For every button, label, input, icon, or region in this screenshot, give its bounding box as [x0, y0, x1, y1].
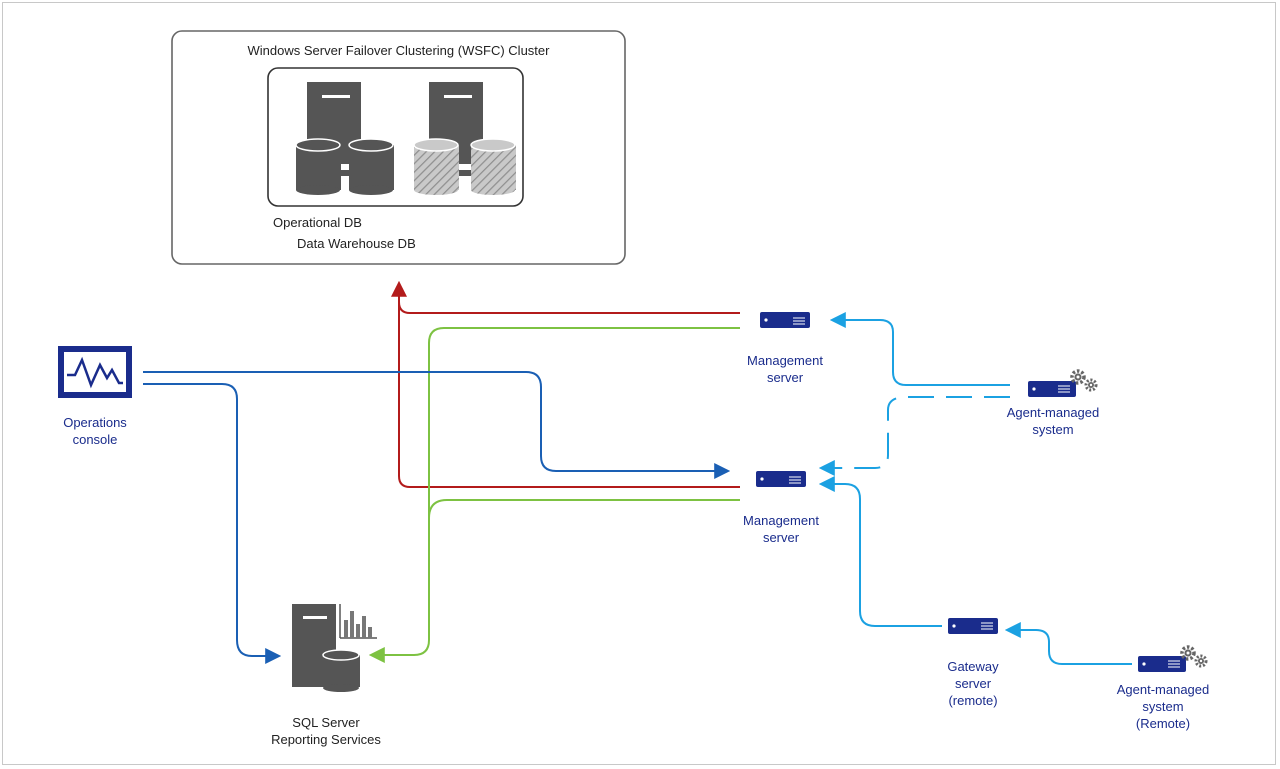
- agent-managed-remote-label: Agent-managed system (Remote): [1116, 682, 1210, 731]
- sql-reporting-label: SQL Server Reporting Services: [271, 715, 381, 747]
- database-icon: [295, 138, 341, 195]
- operational-db-server-icon: [295, 82, 394, 195]
- green-link-ms2-to-ssrs: [428, 499, 740, 519]
- server-gear-icon: [1138, 645, 1208, 672]
- blue-link-console-to-ssrs: [143, 383, 282, 664]
- data-warehouse-db-server-icon: [413, 82, 516, 195]
- server-icon: [948, 618, 998, 634]
- agent-managed-system-label: Agent-managed system: [1006, 405, 1100, 437]
- lightblue-dashed-link-agent-to-ms2: [818, 396, 1010, 476]
- report-server-icon: [292, 604, 377, 692]
- server-icon: [760, 312, 810, 328]
- database-icon: [348, 138, 394, 195]
- server-gear-icon: [1028, 369, 1098, 397]
- red-link-ms2-to-cluster: [398, 302, 740, 488]
- data-warehouse-db-label: Data Warehouse DB: [297, 236, 416, 251]
- red-link-ms1-to-cluster: [391, 280, 740, 314]
- lightblue-link-agent-to-ms1: [829, 312, 1010, 386]
- management-server-1-label: Management server: [747, 353, 823, 385]
- operational-db-label: Operational DB: [273, 215, 362, 230]
- monitor-icon: [58, 346, 132, 398]
- blue-link-console-to-ms2: [143, 371, 731, 479]
- green-link-ms1-to-ssrs: [368, 327, 740, 663]
- lightblue-link-gateway-to-ms2: [818, 476, 942, 627]
- bar-chart-icon: [339, 604, 377, 639]
- gear-icon: [1070, 369, 1098, 392]
- operations-console-label: Operations console: [63, 415, 127, 447]
- database-icon: [322, 649, 360, 692]
- database-icon: [413, 138, 459, 195]
- server-icon: [756, 471, 806, 487]
- management-server-2-label: Management server: [743, 513, 819, 545]
- lightblue-link-remote-agent-to-gateway: [1004, 622, 1132, 665]
- cluster-title: Windows Server Failover Clustering (WSFC…: [247, 43, 550, 58]
- gear-icon: [1180, 645, 1208, 668]
- database-icon: [470, 138, 516, 195]
- gateway-server-label: Gateway server (remote): [947, 659, 999, 708]
